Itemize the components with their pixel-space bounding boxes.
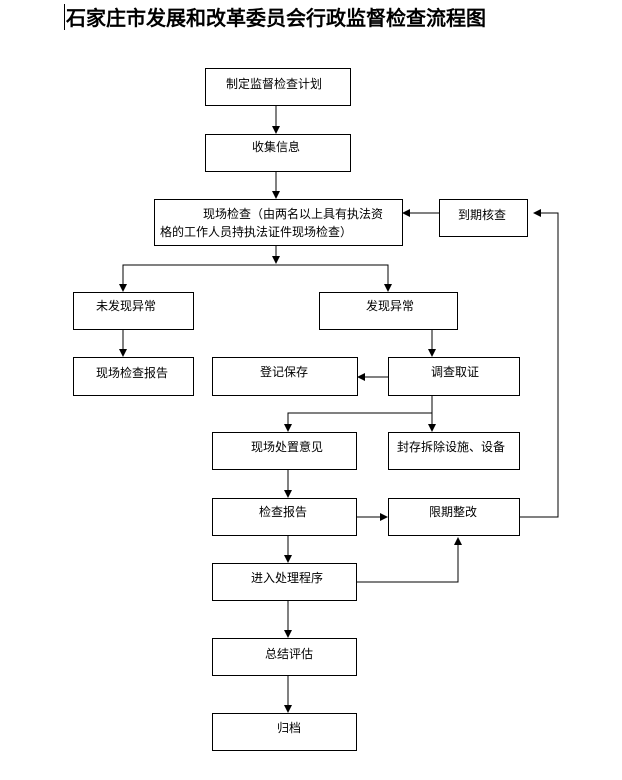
node-rectify: 限期整改 bbox=[388, 498, 520, 536]
node-register-label: 登记保存 bbox=[260, 365, 309, 379]
node-archive-label: 归档 bbox=[277, 721, 302, 735]
node-seal: 封存拆除设施、设备 bbox=[388, 432, 520, 470]
node-investigate: 调查取证 bbox=[388, 357, 520, 396]
arrow-process-rectify bbox=[357, 537, 462, 583]
node-onsite-inspection-label-2: 格的工作人员持执法证件现场检查） bbox=[160, 225, 353, 239]
node-inspection-report: 现场检查报告 bbox=[73, 357, 194, 396]
node-onsite-inspection: 现场检查（由两名以上具有执法资 格的工作人员持执法证件现场检查） bbox=[154, 199, 403, 246]
node-expiry-review: 到期核查 bbox=[439, 199, 528, 237]
arrow-rectify-review bbox=[520, 209, 559, 518]
node-no-abnormal: 未发现异常 bbox=[73, 292, 194, 330]
node-archive: 归档 bbox=[212, 713, 357, 751]
node-abnormal: 发现异常 bbox=[319, 292, 458, 330]
title-marker bbox=[64, 4, 65, 30]
node-seal-label: 封存拆除设施、设备 bbox=[397, 440, 506, 454]
node-process: 进入处理程序 bbox=[212, 563, 357, 601]
node-onsite-opinion-label: 现场处置意见 bbox=[251, 440, 324, 454]
node-evaluate: 总结评估 bbox=[212, 638, 357, 676]
node-no-abnormal-label: 未发现异常 bbox=[96, 299, 157, 313]
node-abnormal-label: 发现异常 bbox=[366, 299, 415, 313]
node-rectify-label: 限期整改 bbox=[429, 505, 478, 519]
node-plan-label: 制定监督检查计划 bbox=[226, 77, 323, 91]
branch-line bbox=[122, 264, 389, 290]
node-collect-label: 收集信息 bbox=[252, 140, 301, 154]
node-inspection-report-label: 现场检查报告 bbox=[96, 366, 169, 380]
node-check-report-label: 检查报告 bbox=[259, 505, 308, 519]
node-check-report: 检查报告 bbox=[212, 498, 357, 536]
node-expiry-review-label: 到期核查 bbox=[458, 208, 507, 222]
node-onsite-opinion: 现场处置意见 bbox=[212, 432, 357, 470]
investigate-branch-line bbox=[287, 412, 432, 430]
node-collect: 收集信息 bbox=[205, 134, 351, 172]
node-investigate-label: 调查取证 bbox=[431, 365, 480, 379]
node-evaluate-label: 总结评估 bbox=[265, 647, 314, 661]
node-process-label: 进入处理程序 bbox=[251, 571, 324, 585]
node-onsite-inspection-label-1: 现场检查（由两名以上具有执法资 bbox=[203, 207, 384, 221]
node-plan: 制定监督检查计划 bbox=[205, 68, 351, 106]
node-register: 登记保存 bbox=[212, 357, 358, 396]
page-title: 石家庄市发展和改革委员会行政监督检查流程图 bbox=[66, 6, 486, 30]
